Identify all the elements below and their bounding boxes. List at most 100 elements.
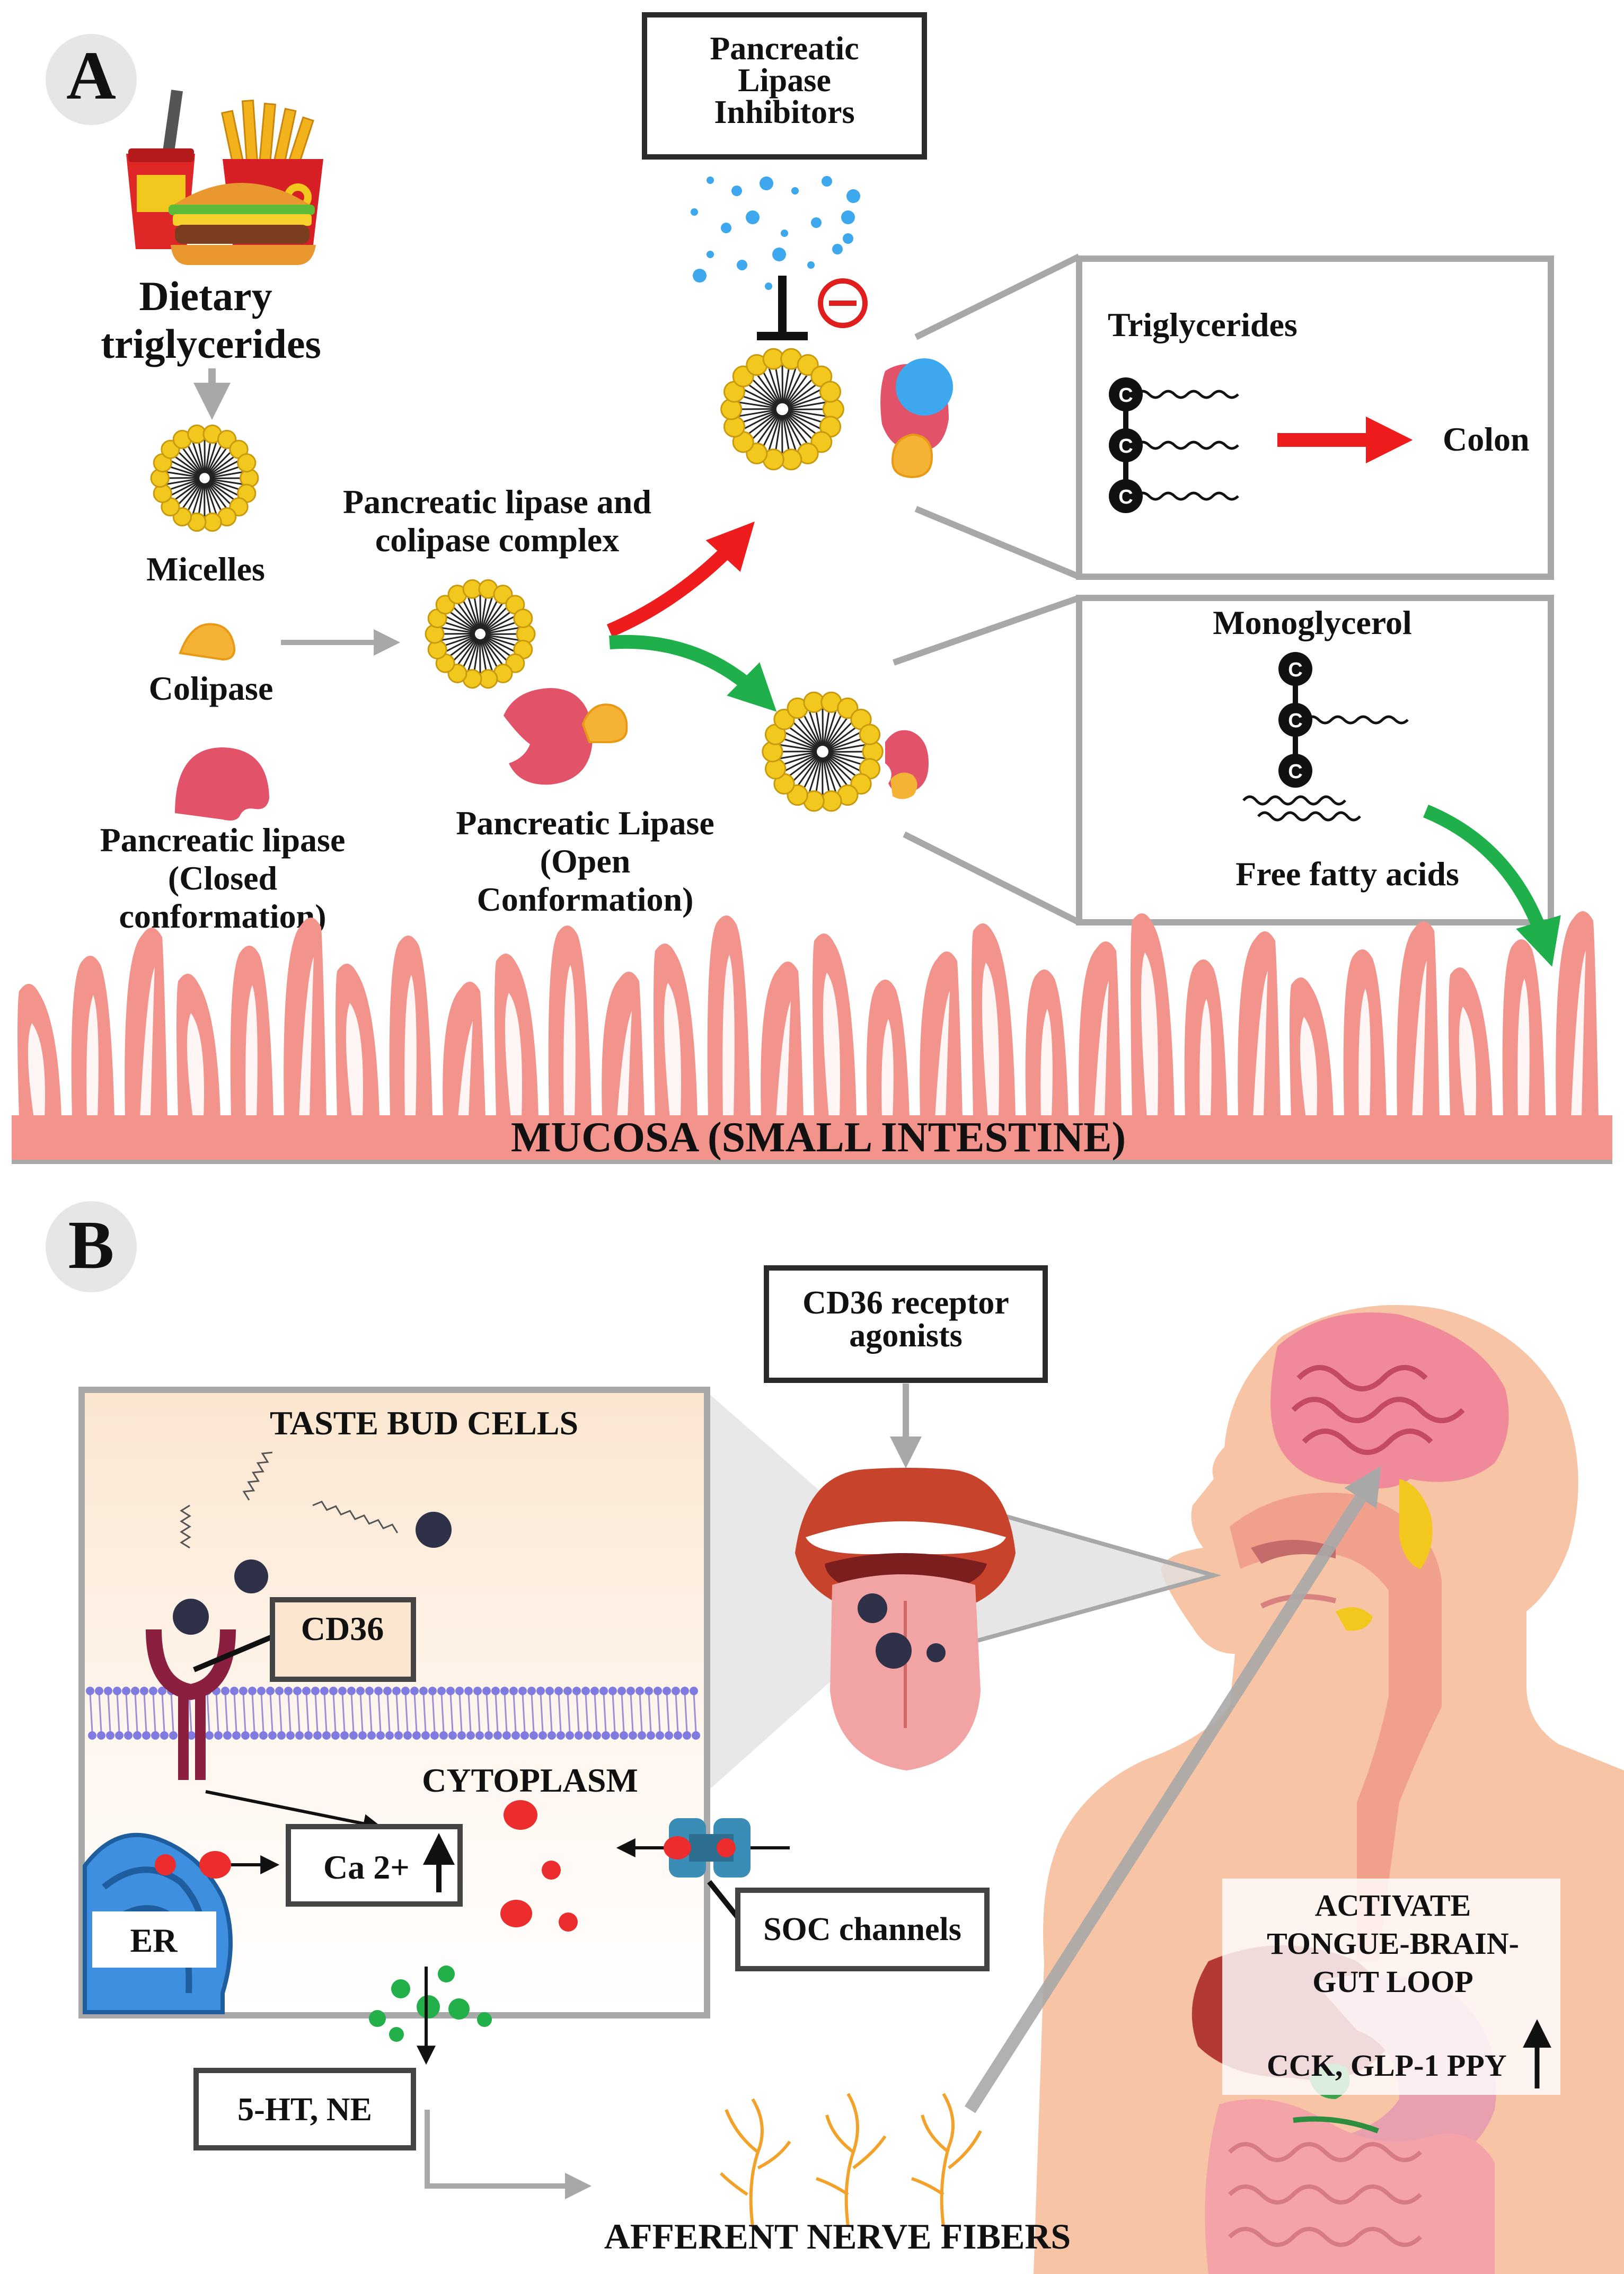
villus-gap (664, 983, 681, 1118)
phospholipid-head (502, 1731, 511, 1740)
villus-gap (1300, 1017, 1317, 1118)
phospholipid-head (602, 1731, 610, 1740)
villus-gap (1358, 989, 1371, 1118)
inhibitor-particle (772, 248, 786, 261)
carbon-atom (1109, 479, 1143, 513)
lipid-ligand (926, 1643, 946, 1662)
inhibitor-particle (765, 283, 772, 290)
villus-gap (776, 1001, 791, 1118)
lipid-ligand (876, 1633, 912, 1669)
micelle-digested (762, 691, 884, 812)
closed-lipase-label-1: Pancreatic lipase (100, 821, 346, 859)
phospholipid-head (86, 1687, 94, 1695)
carbon-label: C (1118, 384, 1133, 407)
open-lipase-label-1: Pancreatic Lipase (456, 804, 714, 842)
open-lipase-label-2: (Open (540, 842, 631, 880)
phospholipid-head (248, 1687, 257, 1695)
phospholipid-head (113, 1687, 121, 1695)
closed-lipase-label-2: (Closed (168, 859, 277, 897)
monoglycerol-molecule: CCC (1278, 652, 1409, 788)
panel-b-badge (46, 1201, 137, 1292)
micelle-head (513, 609, 533, 629)
phospholipid-head (663, 1687, 671, 1695)
complex-label-2: colipase complex (375, 521, 619, 559)
phospholipid-head (313, 1731, 322, 1740)
carbon-atom (1278, 703, 1312, 737)
carbon-atom (1109, 428, 1143, 462)
villus-gap (140, 967, 155, 1118)
phospholipid-head (428, 1687, 437, 1695)
inhibitor-particle (731, 186, 742, 196)
phospholipid-head (536, 1687, 545, 1695)
inhibitor-particle (832, 244, 843, 254)
inhibitor-particle (811, 217, 822, 228)
phospholipid-head (599, 1687, 608, 1695)
micelle-left (150, 424, 259, 532)
cd36-label: CD36 (301, 1610, 384, 1647)
lipid-ligand (416, 1512, 452, 1548)
phospholipid-head (475, 1731, 484, 1740)
phospholipid-head (545, 1687, 554, 1695)
villus-gap (245, 985, 258, 1118)
afferent-label: AFFERENT NERVE FIBERS (604, 2216, 1071, 2257)
phospholipid-head (223, 1731, 232, 1740)
phospholipid-head (239, 1687, 248, 1695)
colipase-shape (179, 623, 236, 661)
inhibited-lipase-shape (880, 358, 953, 479)
phospholipid-head (473, 1687, 482, 1695)
phospholipid-head (286, 1731, 295, 1740)
phospholipid-head (142, 1731, 151, 1740)
villus-gap (346, 1003, 363, 1118)
inhibitor-box (642, 12, 927, 160)
phospholipid-head (665, 1731, 673, 1740)
neurotransmitter-vesicle (477, 2012, 492, 2027)
villus-gap (881, 1019, 894, 1118)
phospholipid-head (584, 1731, 592, 1740)
neurotransmitter-vesicle (391, 1979, 410, 1998)
lipid-ligands (173, 1451, 452, 1635)
tongue-mouth-icon (795, 1468, 1016, 1770)
triglycerides-title: Triglycerides (1108, 306, 1298, 343)
villus (761, 961, 804, 1118)
phospholipid-head (356, 1687, 365, 1695)
phospholipid-head (572, 1687, 581, 1695)
dietary-label-2: triglycerides (101, 321, 321, 367)
loop-label-3: GUT LOOP (1312, 1964, 1473, 1999)
fast-food-icon (126, 90, 323, 265)
panel-b-letter: B (68, 1207, 114, 1283)
lipid-ligand (858, 1593, 887, 1623)
phospholipid-head (304, 1731, 313, 1740)
lipid-ligand (173, 1599, 209, 1635)
phospholipid-head (683, 1731, 691, 1740)
phospholipid-head (365, 1687, 374, 1695)
carbon-label: C (1288, 659, 1302, 681)
phospholipid-head (266, 1687, 275, 1695)
phospholipid-head (446, 1687, 455, 1695)
phospholipid-head (617, 1687, 626, 1695)
phospholipid-head (374, 1687, 383, 1695)
phospholipid-head (566, 1731, 574, 1740)
agonist-box-line-1: CD36 receptor (802, 1285, 1009, 1321)
phospholipid-head (439, 1731, 448, 1740)
neurotransmitter-vesicle (448, 1998, 470, 2020)
phospholipid-head (392, 1687, 401, 1695)
phospholipid-head (358, 1731, 367, 1740)
phospholipid-head (620, 1731, 628, 1740)
monoglycerol-box (1076, 595, 1554, 926)
phospholipid-head (645, 1687, 653, 1695)
villus-gap (563, 965, 576, 1118)
phospholipid-head (636, 1687, 644, 1695)
phospholipid-head (421, 1731, 430, 1740)
minus-icon (818, 278, 868, 328)
soc-label: SOC channels (763, 1911, 961, 1947)
dietary-label-1: Dietary (139, 273, 272, 319)
villus-gap (1199, 999, 1212, 1118)
inhibitor-box-line-1: Pancreatic (710, 31, 859, 67)
phospholipid-head (338, 1687, 347, 1695)
free-fatty-acid-chain (1257, 811, 1361, 822)
phospholipid-head (493, 1731, 502, 1740)
triglycerides-box (1076, 255, 1554, 580)
villus (1238, 931, 1281, 1118)
phospholipid-head (257, 1687, 266, 1695)
carbon-label: C (1118, 486, 1133, 508)
